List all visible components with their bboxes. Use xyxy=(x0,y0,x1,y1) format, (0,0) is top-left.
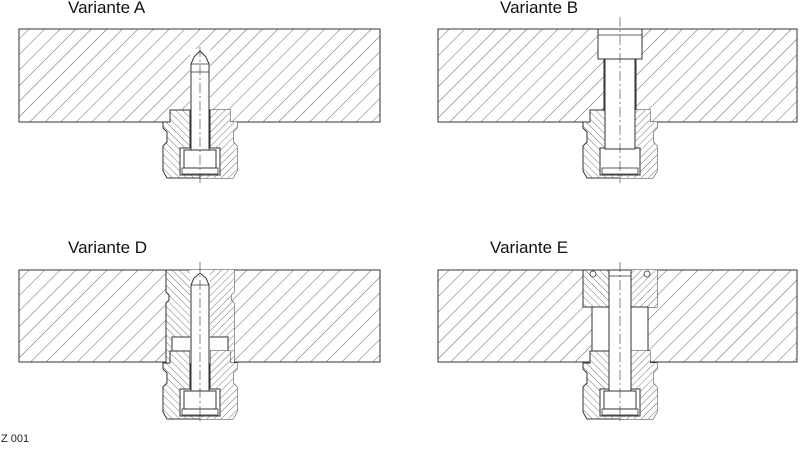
variant-d-drawing xyxy=(18,262,381,424)
pin xyxy=(190,272,210,392)
variant-d-title: Variante D xyxy=(68,238,148,257)
variant-a-title: Variante A xyxy=(68,0,146,17)
variant-b-drawing xyxy=(437,17,798,183)
variant-b-title: Variante B xyxy=(500,0,579,17)
variant-e-title: Variante E xyxy=(490,238,569,257)
drawing-code: Z 001 xyxy=(1,433,30,445)
pin xyxy=(190,50,210,151)
variant-e-drawing xyxy=(437,262,798,424)
variant-a-drawing xyxy=(18,28,381,183)
